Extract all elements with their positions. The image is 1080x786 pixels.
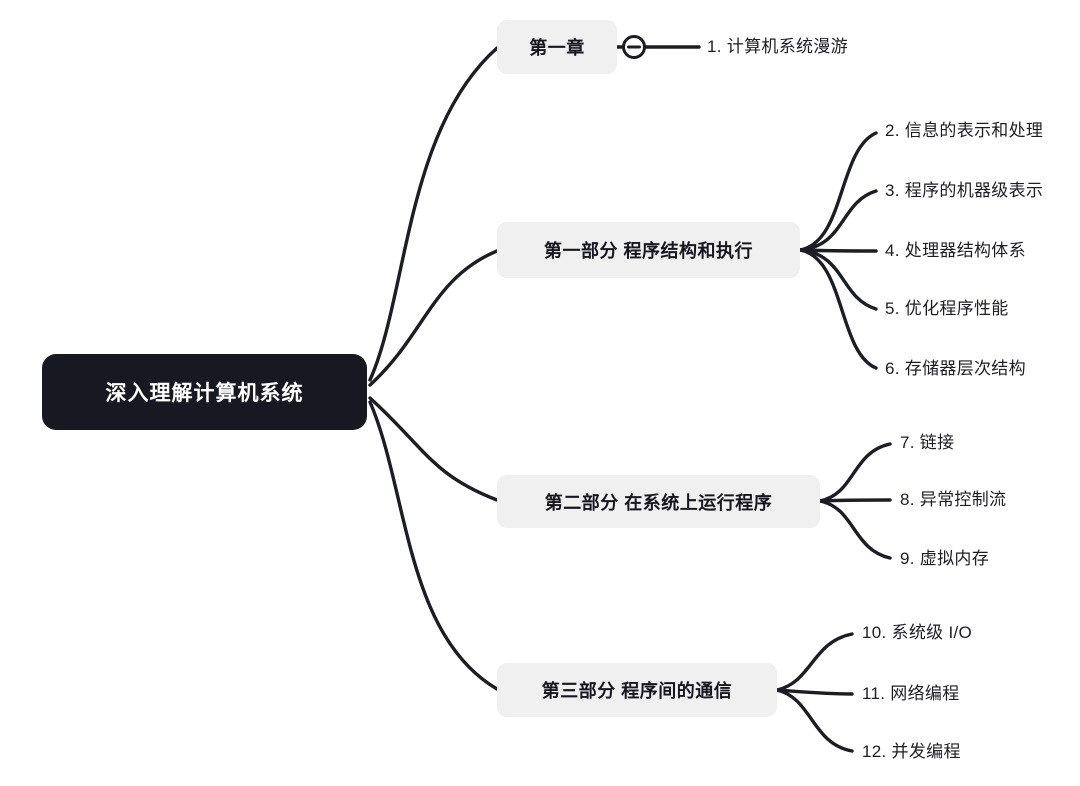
- leaf-node-6[interactable]: 6. 存储器层次结构: [885, 359, 1026, 378]
- edge-part2-leaf7: [818, 442, 892, 503]
- leaf-node-12[interactable]: 12. 并发编程: [862, 742, 961, 761]
- edge-part3-leaf12: [775, 688, 854, 753]
- edge-part1-leaf5: [798, 248, 878, 311]
- edge-root-part1: [368, 249, 499, 387]
- edge-part3-leaf11: [775, 688, 854, 696]
- branch-node-label: 第一部分 程序结构和执行: [544, 241, 753, 261]
- leaf-node-8[interactable]: 8. 异常控制流: [900, 490, 1007, 509]
- leaf-node-7[interactable]: 7. 链接: [900, 433, 955, 452]
- leaf-node-2[interactable]: 2. 信息的表示和处理: [885, 121, 1044, 140]
- edge-part3-leaf10: [775, 632, 854, 692]
- branch-node-part3[interactable]: 第三部分 程序间的通信: [497, 663, 777, 717]
- leaf-node-9[interactable]: 9. 虚拟内存: [900, 549, 990, 568]
- edge-part1-leaf2: [798, 131, 878, 252]
- leaf-node-10[interactable]: 10. 系统级 I/O: [862, 623, 973, 642]
- edge-part1-leaf6: [798, 248, 878, 370]
- leaf-node-11[interactable]: 11. 网络编程: [862, 684, 960, 703]
- edge-root-part3: [368, 400, 499, 691]
- leaf-node-3[interactable]: 3. 程序的机器级表示: [885, 181, 1044, 200]
- edge-part2-leaf9: [818, 499, 892, 560]
- branch-node-part1[interactable]: 第一部分 程序结构和执行: [497, 222, 800, 278]
- minus-circle-icon[interactable]: [622, 35, 646, 59]
- leaf-node-5[interactable]: 5. 优化程序性能: [885, 299, 1009, 318]
- leaf-node-4[interactable]: 4. 处理器结构体系: [885, 241, 1026, 260]
- branch-node-label: 第二部分 在系统上运行程序: [544, 492, 773, 513]
- branch-node-label: 第三部分 程序间的通信: [541, 681, 733, 701]
- root-node[interactable]: 深入理解计算机系统: [42, 354, 367, 430]
- edge-part1-leaf3: [798, 189, 878, 252]
- edge-part2-leaf8: [818, 498, 892, 503]
- edge-root-part2: [368, 396, 499, 502]
- branch-node-part2[interactable]: 第二部分 在系统上运行程序: [497, 475, 820, 528]
- root-node-label: 深入理解计算机系统: [105, 382, 304, 405]
- leaf-node-1[interactable]: 1. 计算机系统漫游: [707, 37, 848, 56]
- edge-root-chapter1: [368, 46, 499, 382]
- branch-node-label: 第一章: [529, 38, 585, 58]
- branch-node-chapter1[interactable]: 第一章: [497, 20, 617, 74]
